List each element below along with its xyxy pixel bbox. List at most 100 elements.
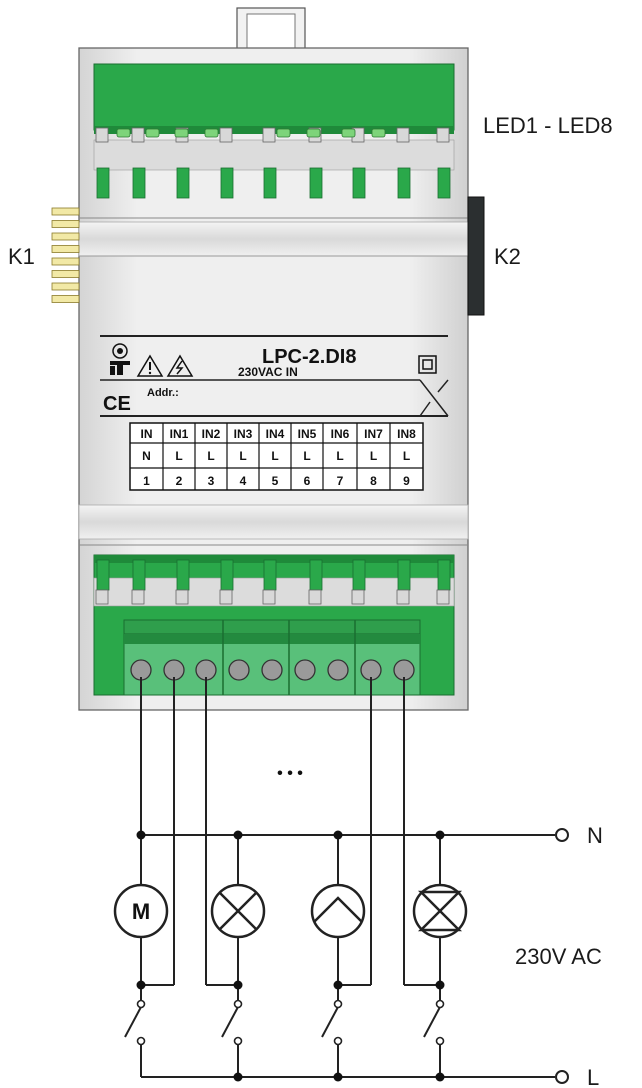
led-indicator	[371, 128, 386, 138]
heater-load	[412, 883, 468, 939]
k1-pin	[51, 282, 80, 291]
top-terminal-tab	[220, 167, 234, 199]
junction-dot	[333, 980, 343, 990]
k1-pin	[51, 257, 80, 266]
table-cell: L	[175, 449, 182, 463]
din-clip	[236, 7, 306, 51]
k1-pin	[51, 295, 80, 303]
manufacturer-logo-icon	[110, 343, 130, 375]
led-indicator	[306, 128, 321, 138]
bottom-terminal-slot	[436, 589, 450, 605]
junction-dot	[233, 830, 243, 840]
table-cell: 1	[143, 474, 150, 488]
top-terminal-slot	[396, 127, 410, 143]
bottom-terminal-tab	[96, 559, 110, 591]
top-terminal-tab	[437, 167, 451, 199]
table-cell: L	[239, 449, 246, 463]
bottom-terminal-tab	[176, 559, 190, 591]
top-terminal-tab	[263, 167, 277, 199]
line-terminal-icon	[555, 1070, 569, 1084]
top-terminal-slot	[219, 127, 233, 143]
table-cell: 2	[176, 474, 183, 488]
k1-pin	[51, 270, 80, 278]
junction-dot	[233, 980, 243, 990]
top-terminal-tab	[309, 167, 323, 199]
bottom-terminal-slot	[351, 589, 365, 605]
table-cell: IN4	[266, 427, 285, 441]
terminal-screw-icon	[294, 659, 316, 681]
table-cell: 9	[403, 474, 410, 488]
k1-label: K1	[8, 244, 35, 269]
junction-dot	[136, 980, 146, 990]
terminal-screw-icon	[261, 659, 283, 681]
led-indicator	[341, 128, 356, 138]
bottom-terminal-slot	[95, 589, 109, 605]
fluorescent-load	[310, 883, 366, 939]
bottom-terminal-block	[93, 554, 455, 696]
motor-icon: M	[132, 899, 150, 924]
warning-icon	[136, 354, 164, 377]
line-label: L	[587, 1065, 599, 1088]
led-indicator	[116, 128, 131, 138]
bottom-terminal-slot	[308, 589, 322, 605]
k1-pin	[51, 245, 80, 253]
top-terminal-slot	[131, 127, 145, 143]
led-indicator	[204, 128, 219, 138]
model-subtitle: 230VAC IN	[238, 365, 298, 379]
table-cell: IN7	[364, 427, 383, 441]
model-name: LPC-2.DI8	[262, 346, 356, 368]
heater-icon	[417, 890, 463, 932]
ellipsis-label: • • •	[277, 765, 303, 782]
table-cell: L	[303, 449, 310, 463]
wiring	[124, 677, 555, 1078]
led-indicator	[174, 128, 189, 138]
bottom-terminal-tab	[263, 559, 277, 591]
table-cell: L	[370, 449, 377, 463]
top-terminal-tab	[176, 167, 190, 199]
bottom-terminal-slot	[131, 589, 145, 605]
table-cell: 5	[272, 474, 279, 488]
bottom-terminal-slot	[396, 589, 410, 605]
bottom-terminal-slot	[219, 589, 233, 605]
terminal-screw-icon	[228, 659, 250, 681]
table-cell: L	[336, 449, 343, 463]
led-row	[116, 128, 386, 138]
junction-dot	[333, 830, 343, 840]
top-terminal-slot	[262, 127, 276, 143]
table-cell: 7	[337, 474, 344, 488]
neutral-label: N	[587, 823, 603, 848]
switch-contacts	[136, 999, 445, 1046]
k1-pin	[51, 207, 80, 216]
top-terminal-tab	[397, 167, 411, 199]
top-terminal-slot	[95, 127, 109, 143]
table-cell: IN2	[202, 427, 221, 441]
table-cell: 4	[240, 474, 247, 488]
junction-dot	[136, 830, 146, 840]
bottom-terminal-tab	[220, 559, 234, 591]
k2-connector	[467, 196, 485, 316]
top-terminal-tab	[132, 167, 146, 199]
k1-pin	[51, 232, 80, 241]
bottom-terminal-tab	[132, 559, 146, 591]
table-cell: 6	[304, 474, 311, 488]
table-cell: IN5	[298, 427, 317, 441]
front-label: LPC-2.DI8 230VAC IN CE Addr.:	[100, 335, 449, 417]
table-cell: IN8	[397, 427, 416, 441]
top-terminal-tab	[96, 167, 110, 199]
lamp-load	[210, 883, 266, 939]
k1-connector	[51, 207, 80, 303]
ce-mark: CE	[103, 393, 131, 415]
top-rail	[93, 139, 455, 171]
addr-label: Addr.:	[147, 387, 179, 399]
bottom-terminal-slot	[262, 589, 276, 605]
table-cell: 3	[208, 474, 215, 488]
junction-dot	[233, 1072, 243, 1082]
junction-dot	[435, 1072, 445, 1082]
led-indicator	[145, 128, 160, 138]
voltage-label: 230V AC	[515, 944, 602, 969]
motor-load: M	[113, 883, 169, 939]
junction-dot	[333, 1072, 343, 1082]
bottom-terminal-tab	[437, 559, 451, 591]
